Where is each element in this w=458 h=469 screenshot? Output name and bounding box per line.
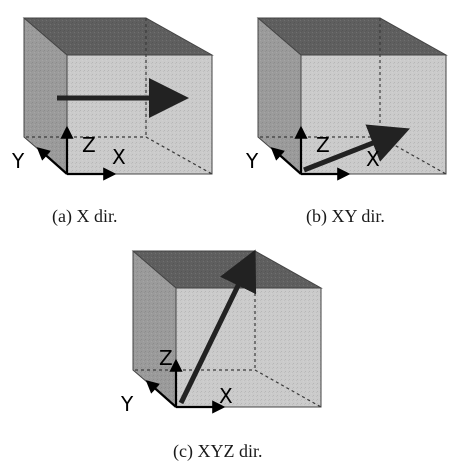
axes xyxy=(36,125,117,181)
axes xyxy=(145,358,226,414)
axis-label-y: Y xyxy=(11,149,25,173)
axis-label-z: Z xyxy=(316,133,330,157)
axis-label-y: Y xyxy=(120,392,134,416)
direction-arrow-xy xyxy=(303,124,410,173)
caption-b: (b) XY dir. xyxy=(306,206,385,227)
panel-a: Z X Y (a) X dir. xyxy=(11,17,214,227)
axis-label-z: Z xyxy=(159,346,173,370)
axis-label-x: X xyxy=(366,147,380,171)
axis-label-z: Z xyxy=(82,133,96,157)
direction-arrow-xyz xyxy=(178,249,257,405)
axis-label-x: X xyxy=(219,384,233,408)
caption-a: (a) X dir. xyxy=(52,206,117,227)
caption-c: (c) XYZ dir. xyxy=(173,441,262,462)
axis-label-x: X xyxy=(112,145,126,169)
panel-b: Z X Y (b) XY dir. xyxy=(245,17,448,227)
axes xyxy=(270,125,351,181)
axis-label-y: Y xyxy=(245,149,259,173)
panel-c: Z X Y (c) XYZ dir. xyxy=(120,249,323,462)
